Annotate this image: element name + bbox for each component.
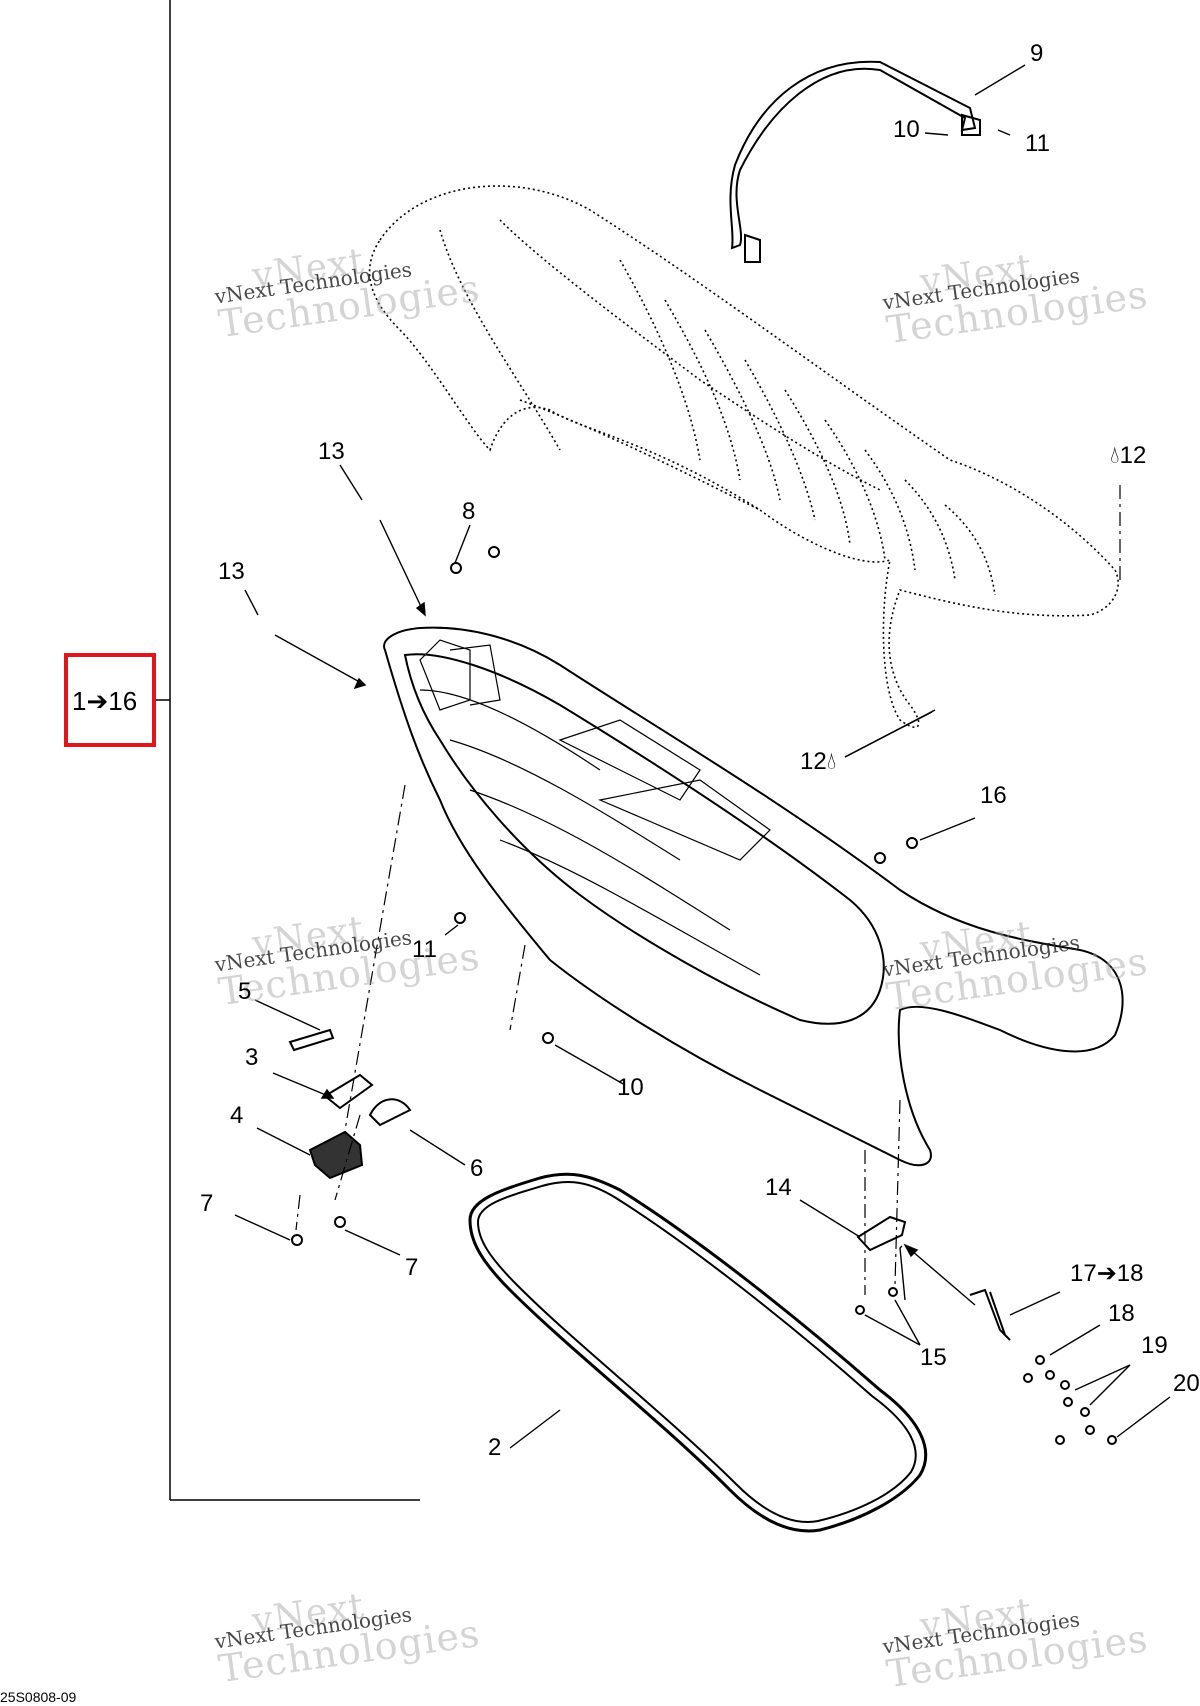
part-label-16: 16 (980, 782, 1007, 809)
assembly-bracket (156, 0, 420, 1501)
part-label-18: 18 (1108, 1300, 1135, 1327)
part-label-7-left: 7 (200, 1190, 214, 1217)
part-label-10: 10 (893, 116, 920, 143)
part-label-20: 20 (1173, 1370, 1200, 1397)
handle-strap (729, 60, 981, 263)
part-label-2: 2 (488, 1434, 502, 1461)
part-label-19: 19 (1141, 1332, 1168, 1359)
part-label-10-lower: 10 (617, 1074, 644, 1101)
seat-base (383, 626, 1124, 1167)
part-label-5: 5 (238, 978, 252, 1005)
part-label-12-bottom: 12💧︎ (800, 748, 837, 775)
latch-parts (288, 546, 918, 1246)
drop-icon: 💧︎ (1110, 442, 1120, 469)
alignment-lines (295, 485, 1121, 1295)
part-label-12-top: 💧︎12 (1110, 442, 1147, 469)
part-label-9: 9 (1030, 40, 1044, 67)
leader-lines (234, 64, 1171, 1449)
part-label-17-18: 17➔18 (1070, 1260, 1144, 1287)
part-label-13-top: 13 (318, 438, 345, 465)
latch-bracket (855, 1215, 1117, 1445)
document-code: 25S0808-09 (0, 1689, 77, 1705)
range-callout-box (64, 653, 156, 747)
part-label-13-left: 13 (218, 558, 245, 585)
part-label-3: 3 (245, 1044, 259, 1071)
drop-icon: 💧︎ (826, 748, 837, 775)
part-label-8: 8 (462, 498, 476, 525)
part-label-4: 4 (230, 1102, 244, 1129)
part-label-14: 14 (765, 1174, 792, 1201)
seat-seal (468, 1172, 928, 1533)
assembly-arrows (320, 601, 976, 1306)
seat-cover (368, 185, 1119, 728)
part-label-11-lower: 11 (412, 936, 437, 963)
part-label-11: 11 (1025, 130, 1050, 157)
part-label-6: 6 (470, 1155, 484, 1182)
part-label-7-right: 7 (405, 1254, 419, 1281)
part-label-15: 15 (920, 1344, 947, 1371)
range-callout-label: 1➔16 (72, 686, 138, 716)
